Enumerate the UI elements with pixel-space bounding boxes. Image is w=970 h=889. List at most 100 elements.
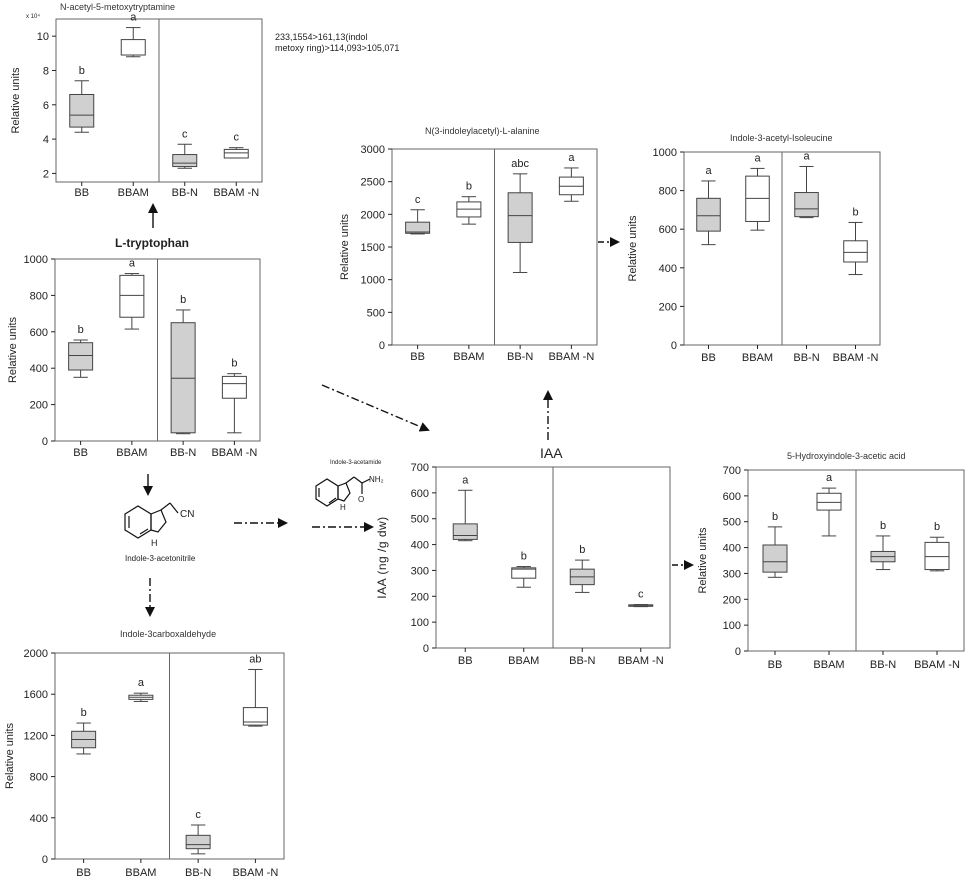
significance-letter: c	[182, 128, 188, 140]
y-tick-label: 1000	[653, 147, 677, 159]
box-4: ab	[242, 653, 268, 727]
y-tick-label: 600	[411, 488, 429, 500]
category-label: BB-N	[569, 655, 595, 667]
significance-letter: b	[79, 65, 85, 77]
category-label: BB	[73, 447, 88, 459]
box-3: b	[569, 544, 595, 593]
indole-3-acetonitrile-label: Indole-3-acetonitrile	[125, 554, 196, 563]
box-2: a	[120, 12, 146, 58]
chart-title: IAA	[540, 445, 563, 461]
y-tick-label: 10	[37, 31, 49, 43]
y-tick-label: 200	[659, 301, 677, 313]
significance-letter: b	[81, 707, 87, 719]
y-tick-label: 2500	[361, 177, 385, 189]
y-tick-label: 700	[411, 462, 429, 474]
significance-letter: a	[803, 150, 810, 162]
box-3: c	[185, 809, 211, 855]
category-label: BBAM	[742, 352, 773, 364]
y-tick-label: 200	[411, 591, 429, 603]
box-4: c	[223, 132, 249, 159]
y-tick-label: 1500	[361, 242, 385, 254]
y-tick-label: 8	[43, 65, 49, 77]
iqr-box	[223, 148, 249, 159]
category-label: BB-N	[870, 659, 896, 671]
category-label: BB	[458, 655, 473, 667]
significance-letter: b	[231, 358, 237, 370]
iqr-box	[816, 492, 842, 511]
significance-letter: a	[130, 12, 137, 24]
box-3: b	[870, 520, 896, 571]
box-4: b	[221, 358, 247, 434]
significance-letter: abc	[511, 158, 529, 170]
significance-letter: c	[638, 589, 644, 601]
y-tick-label: 200	[723, 594, 741, 606]
y-axis-label: Relative units	[627, 215, 639, 282]
significance-letter: b	[934, 521, 940, 533]
y-tick-label: 0	[379, 340, 385, 352]
chart-title: Indole-3carboxaldehyde	[120, 629, 216, 639]
iqr-box	[507, 192, 533, 243]
pathway-arrows	[143, 203, 694, 617]
acetamide-nh-label: H	[340, 503, 346, 512]
nh-label: H	[151, 538, 158, 548]
y-tick-label: 400	[411, 540, 429, 552]
box-3: b	[170, 294, 196, 435]
box-1: b	[69, 65, 95, 133]
y-tick-label: 2000	[24, 648, 48, 660]
iqr-box	[794, 192, 819, 218]
indole-3-acetamide-label: Indole-3-acetamide	[330, 460, 382, 466]
significance-letter: ab	[249, 653, 261, 665]
box-2: a	[745, 152, 770, 231]
box-3: abc	[507, 158, 533, 273]
iqr-box	[69, 93, 95, 128]
category-label: BBAM -N	[833, 352, 879, 364]
iqr-box	[843, 240, 868, 263]
y-tick-label: 100	[411, 617, 429, 629]
significance-letter: b	[852, 206, 858, 218]
category-label: BB	[701, 352, 716, 364]
box-1: b	[68, 324, 94, 378]
box-3: a	[794, 150, 819, 219]
y-tick-label: 400	[30, 363, 48, 375]
significance-letter: b	[180, 294, 186, 306]
significance-letter: c	[415, 194, 421, 206]
chart-isoleucine: Indole-3-acetyl-Isoleucine02004006008001…	[627, 133, 881, 364]
y-axis-label: IAA (ng /g dw)	[375, 516, 389, 598]
category-label: BBAM	[453, 351, 484, 363]
category-label: BB	[410, 351, 425, 363]
category-label: BB-N	[793, 352, 819, 364]
significance-letter: b	[521, 551, 527, 563]
y-tick-label: 800	[30, 290, 48, 302]
nitrile-group-label: CN	[180, 509, 194, 520]
box-2: b	[511, 551, 537, 588]
y-tick-label: 800	[659, 186, 677, 198]
y-tick-label: 400	[30, 813, 48, 825]
box-4: b	[924, 521, 950, 572]
y-tick-label: 2	[43, 168, 49, 180]
significance-letter: c	[234, 132, 240, 144]
category-label: BBAM -N	[211, 447, 257, 459]
y-tick-label: 500	[723, 517, 741, 529]
y-tick-label: 600	[723, 491, 741, 503]
amide-nh2-label: NH₂	[369, 475, 384, 484]
iqr-box	[511, 567, 537, 579]
significance-letter: b	[880, 520, 886, 532]
y-axis-label: Relative units	[697, 527, 709, 594]
y-axis-label: Relative units	[7, 316, 19, 383]
mass-annotation-line-2: metoxy ring)>114,093>105,071	[275, 43, 399, 53]
box-3: c	[172, 128, 198, 169]
category-label: BBAM -N	[914, 659, 960, 671]
category-label: BB-N	[172, 187, 198, 199]
y-tick-label: 800	[30, 772, 48, 784]
y-multiplier: x 10⁴	[26, 13, 40, 20]
y-tick-label: 300	[723, 568, 741, 580]
category-label: BB	[76, 867, 91, 879]
box-4: c	[628, 589, 654, 608]
chart-title: L-tryptophan	[115, 236, 189, 250]
chart-title: 5-Hydroxyindole-3-acetic acid	[787, 451, 906, 461]
y-tick-label: 1600	[24, 689, 48, 701]
y-tick-label: 1000	[361, 275, 385, 287]
y-tick-label: 200	[30, 400, 48, 412]
chart-carboxaldehyde: Indole-3carboxaldehyde040080012001600200…	[4, 629, 285, 879]
y-tick-label: 400	[723, 543, 741, 555]
